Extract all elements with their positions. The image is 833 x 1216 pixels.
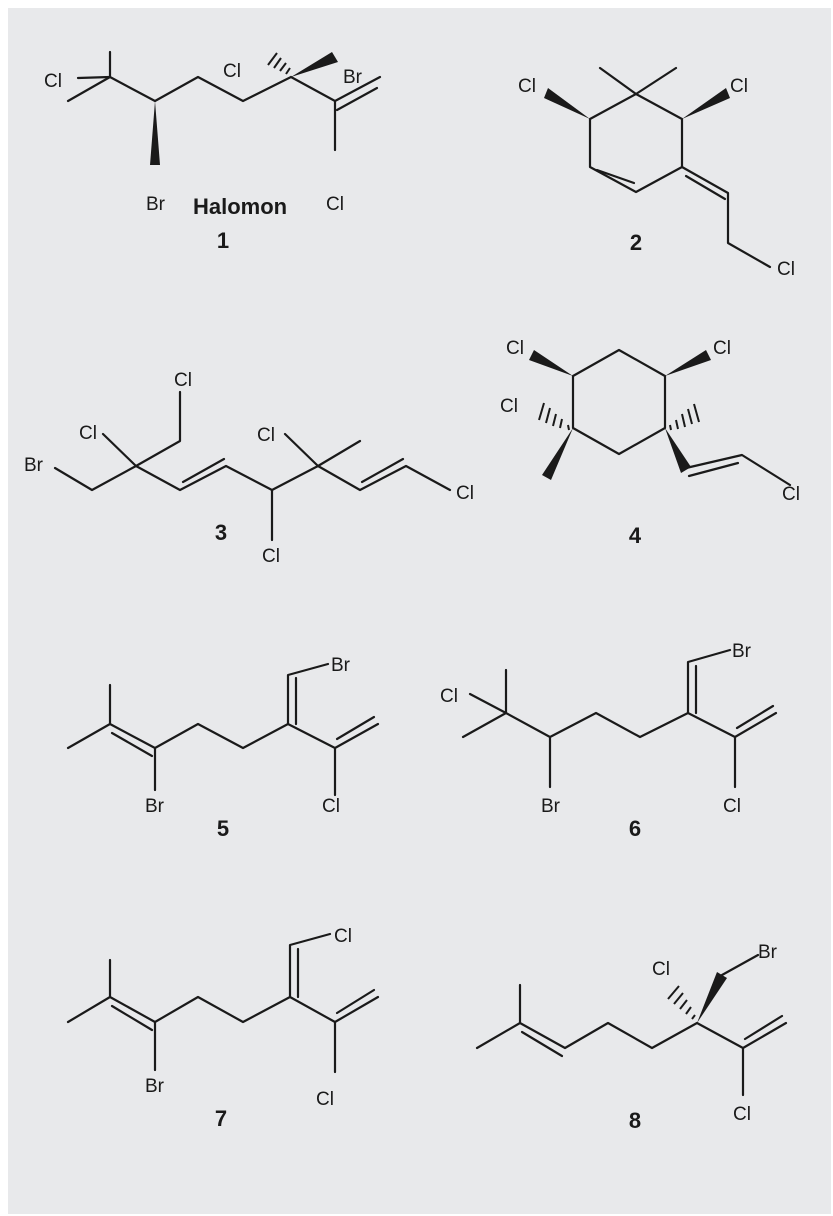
compound-number: 8 xyxy=(629,1108,641,1133)
atom-label: Cl xyxy=(322,796,340,817)
figure-panel xyxy=(8,8,831,1214)
wedge-bond xyxy=(697,972,727,1023)
compound-number: 5 xyxy=(217,816,229,841)
atom-label: Cl xyxy=(723,796,741,817)
atom-label: Cl xyxy=(782,484,800,505)
atom-label: Cl xyxy=(456,483,474,504)
compound-5: Br Br Cl 5 xyxy=(66,655,380,841)
atom-label: Cl xyxy=(316,1089,334,1110)
atom-label: Cl xyxy=(262,546,280,567)
compound-7: Cl Br Cl 7 xyxy=(66,926,380,1131)
compound-6: Br Cl Br Cl 6 xyxy=(440,641,778,841)
atom-label: Br xyxy=(145,796,165,817)
atom-label: Cl xyxy=(730,76,748,97)
compound-name: Halomon xyxy=(193,194,287,219)
compound-2: Cl Cl Cl 2 xyxy=(518,66,795,280)
hash-bond xyxy=(538,402,570,431)
atom-label: Cl xyxy=(223,61,241,82)
wedge-bond xyxy=(665,428,691,473)
compound-8: Cl Br Cl 8 xyxy=(475,942,788,1133)
compound-number: 3 xyxy=(215,520,227,545)
atom-label: Br xyxy=(331,655,351,676)
atom-label: Cl xyxy=(257,425,275,446)
atom-label: Br xyxy=(24,455,44,476)
compound-number: 2 xyxy=(630,230,642,255)
atom-label: Br xyxy=(541,796,561,817)
hash-bond xyxy=(669,403,700,431)
atom-label: Cl xyxy=(506,338,524,359)
wedge-bond xyxy=(665,350,711,376)
hash-bond xyxy=(267,52,291,75)
atom-label: Br xyxy=(145,1076,165,1097)
atom-label: Br xyxy=(343,67,363,88)
wedge-bond xyxy=(291,52,338,77)
compound-4: Cl Cl Cl Cl 4 xyxy=(500,338,800,548)
hash-bond xyxy=(667,985,696,1020)
wedge-bond xyxy=(529,350,573,376)
wedge-bond xyxy=(682,88,730,119)
wedge-bond xyxy=(150,101,160,165)
atom-label: Cl xyxy=(174,370,192,391)
atom-label: Cl xyxy=(713,338,731,359)
compound-number: 6 xyxy=(629,816,641,841)
compound-1: Cl Cl Br Br Cl Halomon 1 xyxy=(44,50,382,253)
atom-label: Cl xyxy=(326,194,344,215)
atom-label: Cl xyxy=(652,959,670,980)
wedge-bond xyxy=(542,428,573,480)
atom-label: Cl xyxy=(440,686,458,707)
compound-number: 7 xyxy=(215,1106,227,1131)
compound-number: 1 xyxy=(217,228,229,253)
atom-label: Cl xyxy=(733,1104,751,1125)
atom-label: Cl xyxy=(44,71,62,92)
atom-label: Br xyxy=(758,942,778,963)
wedge-bond xyxy=(544,88,590,119)
atom-label: Cl xyxy=(79,423,97,444)
compound-number: 4 xyxy=(629,523,642,548)
atom-label: Br xyxy=(146,194,166,215)
atom-label: Cl xyxy=(500,396,518,417)
atom-label: Cl xyxy=(518,76,536,97)
atom-label: Br xyxy=(732,641,752,662)
compound-3: Cl Cl Br Cl Cl Cl 3 xyxy=(24,370,474,567)
atom-label: Cl xyxy=(334,926,352,947)
atom-label: Cl xyxy=(777,259,795,280)
